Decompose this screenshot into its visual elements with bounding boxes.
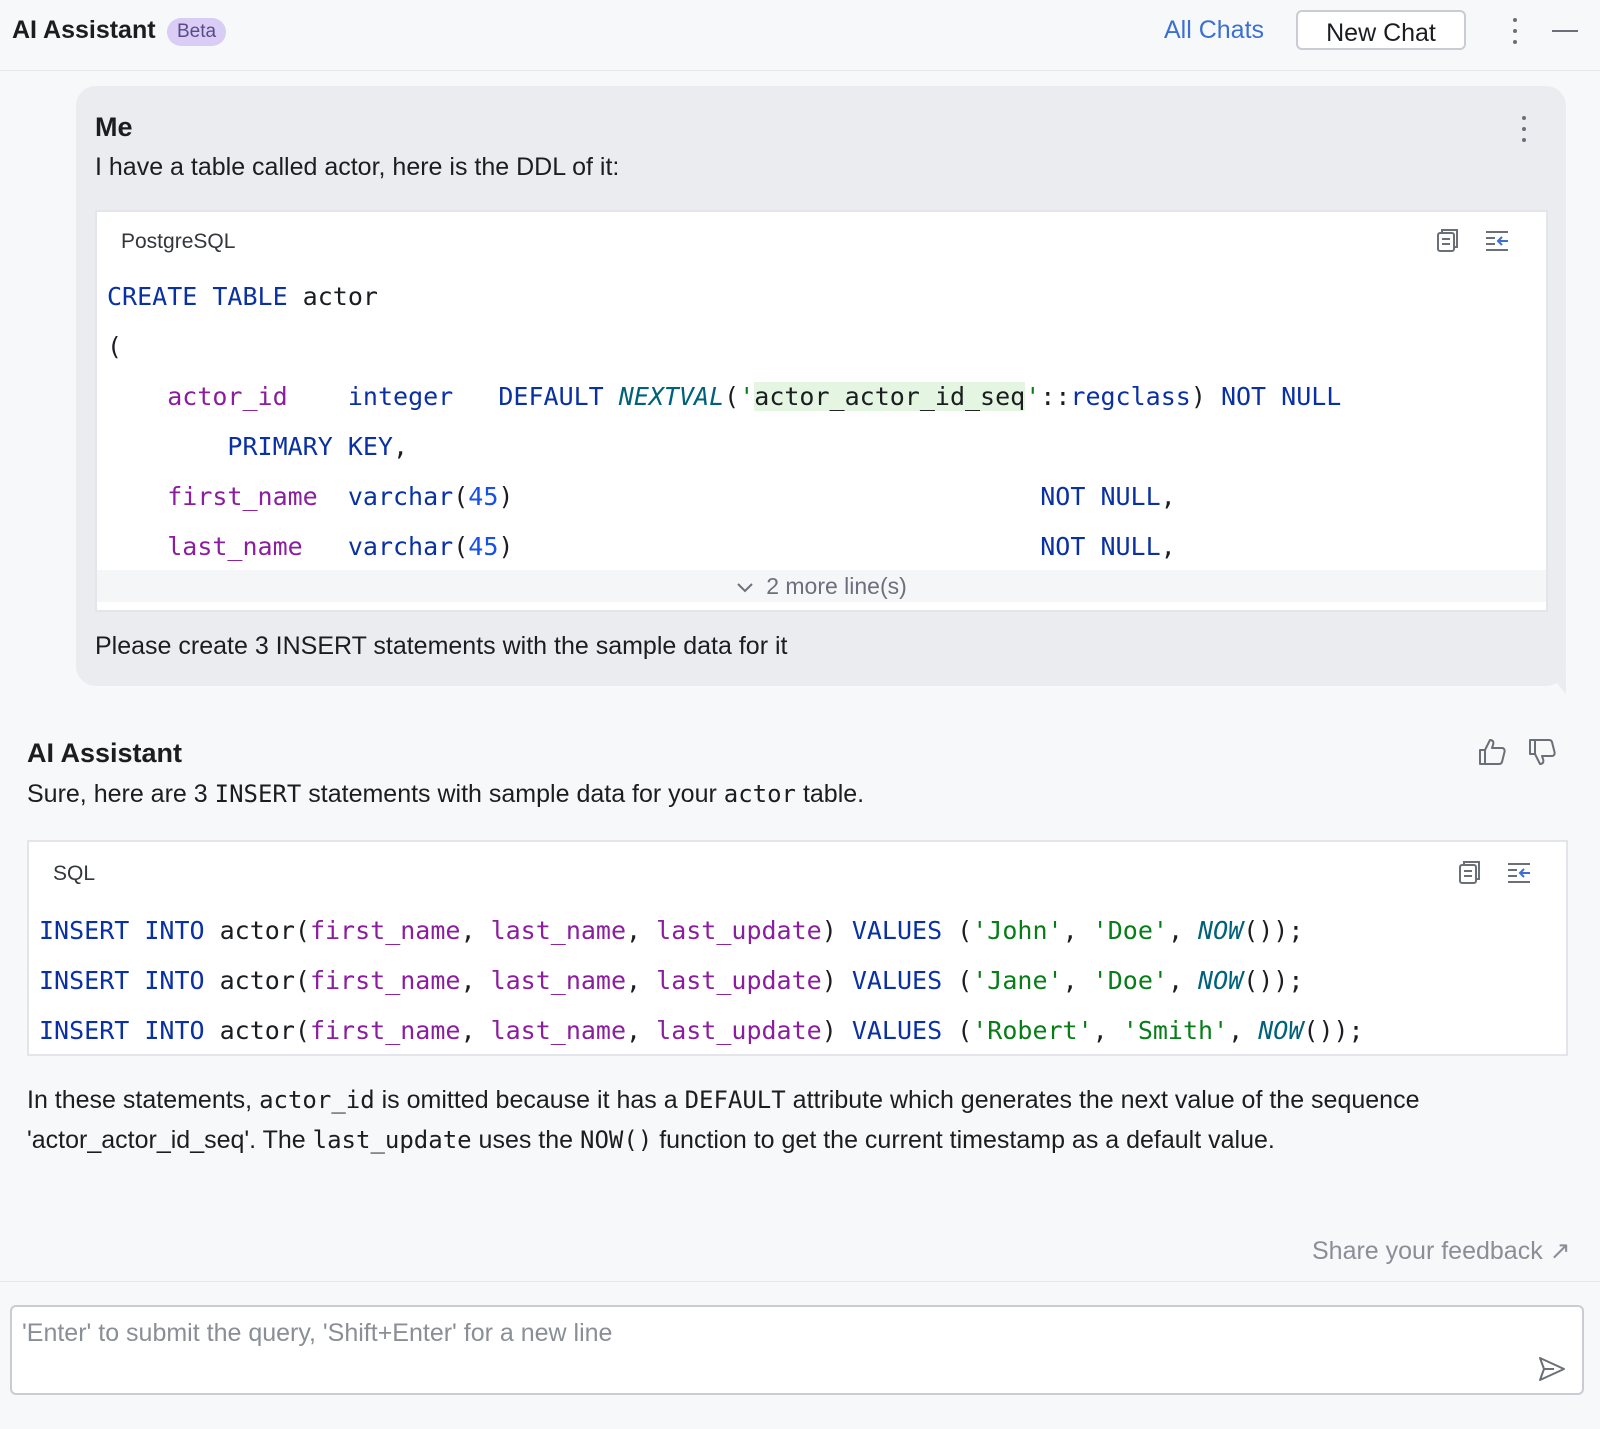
expand-more-lines[interactable]: 2 more line(s)	[97, 570, 1546, 602]
chat-input[interactable]	[10, 1305, 1584, 1395]
code-line: CREATE TABLE actor	[107, 282, 378, 311]
chevron-down-icon	[737, 583, 753, 593]
insert-statement-3: INSERT INTO actor(first_name, last_name,…	[39, 1016, 1364, 1045]
ddl-code-block: PostgreSQL CREATE TABLE actor ( actor_id…	[95, 210, 1548, 612]
all-chats-link[interactable]: All Chats	[1164, 16, 1265, 44]
chat-input-placeholder: 'Enter' to submit the query, 'Shift+Ente…	[22, 1319, 613, 1347]
user-intro-text: I have a table called actor, here is the…	[95, 153, 620, 181]
code-language-label: PostgreSQL	[121, 230, 236, 253]
copy-icon[interactable]	[1455, 858, 1483, 886]
message-kebab-menu-icon[interactable]	[1512, 112, 1536, 146]
input-divider	[0, 1281, 1600, 1282]
sql-code-block: SQL INSERT INTO actor(first_name, last_n…	[27, 840, 1568, 1056]
code-language-label: SQL	[53, 862, 96, 885]
insert-at-caret-icon[interactable]	[1505, 858, 1533, 886]
user-author: Me	[95, 112, 133, 142]
code-line: first_name varchar(45) NOT NULL,	[167, 482, 1176, 511]
thumbs-up-icon[interactable]	[1476, 736, 1508, 768]
share-feedback-link[interactable]: Share your feedback ↗	[1312, 1237, 1571, 1265]
code-line: last_name varchar(45) NOT NULL,	[167, 532, 1176, 561]
code-line: PRIMARY KEY,	[227, 432, 409, 461]
code-line: (	[107, 332, 123, 361]
more-lines-label: 2 more line(s)	[766, 573, 907, 599]
insert-statement-2: INSERT INTO actor(first_name, last_name,…	[39, 966, 1304, 995]
new-chat-button[interactable]: New Chat	[1296, 10, 1466, 50]
insert-statement-1: INSERT INTO actor(first_name, last_name,…	[39, 916, 1304, 945]
code-line: actor_id integer DEFAULT NEXTVAL('actor_…	[167, 382, 1342, 411]
beta-badge: Beta	[167, 18, 227, 46]
insert-at-caret-icon[interactable]	[1483, 226, 1511, 254]
header: AI Assistant Beta All Chats New Chat	[0, 0, 1600, 71]
thumbs-down-icon[interactable]	[1526, 736, 1558, 768]
assistant-author: AI Assistant	[27, 738, 183, 768]
assistant-intro-text: Sure, here are 3 INSERT statements with …	[27, 780, 865, 808]
bubble-tail	[1546, 670, 1566, 694]
kebab-menu-icon[interactable]	[1503, 14, 1527, 48]
send-icon[interactable]	[1537, 1354, 1567, 1384]
assistant-explanation: In these statements, actor_id is omitted…	[27, 1086, 1420, 1154]
user-request-text: Please create 3 INSERT statements with t…	[95, 632, 788, 660]
app-title: AI Assistant	[12, 16, 156, 44]
copy-icon[interactable]	[1433, 226, 1461, 254]
minimize-icon[interactable]	[1552, 30, 1578, 32]
